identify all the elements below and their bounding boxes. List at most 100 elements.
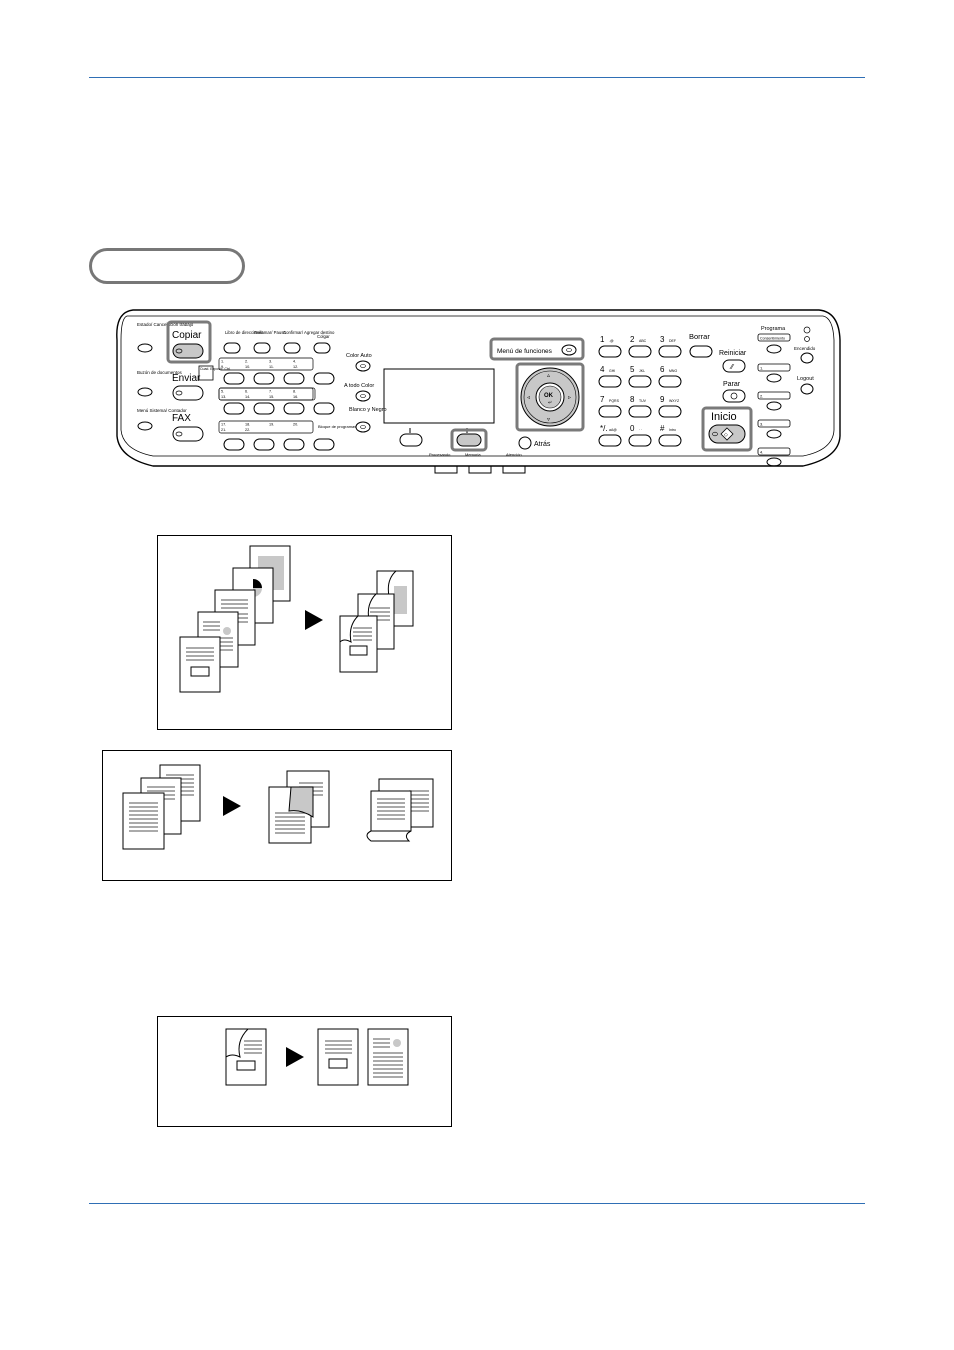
- power-button[interactable]: [800, 352, 814, 364]
- stop-button[interactable]: Parar: [722, 381, 746, 403]
- one-touch-label: 1.: [221, 360, 224, 364]
- document-box-button[interactable]: Buzón de documentos: [137, 370, 183, 397]
- one-touch-label: 8.: [293, 390, 296, 394]
- keypad-key[interactable]: [598, 375, 622, 388]
- one-touch-key[interactable]: [313, 372, 335, 385]
- logout-button[interactable]: Logout: [797, 376, 814, 395]
- keypad-key[interactable]: [598, 434, 622, 447]
- color-auto-button[interactable]: Color Auto: [346, 353, 372, 372]
- one-touch-label: 18.: [245, 423, 250, 427]
- keypad-letters: .@: [609, 339, 614, 343]
- right-select-key[interactable]: [456, 433, 482, 447]
- send-button[interactable]: Enviar: [172, 373, 204, 401]
- keypad-letters: MNO: [669, 369, 677, 373]
- svg-text:Inicio: Inicio: [711, 411, 737, 423]
- function-key[interactable]: [313, 342, 331, 354]
- one-touch-key[interactable]: [223, 438, 245, 451]
- copy-button[interactable]: Copiar: [172, 330, 204, 359]
- one-touch-key[interactable]: [283, 438, 305, 451]
- status-cancel-button[interactable]: Estado/ Cancelación trabajo: [137, 322, 194, 353]
- one-touch-label: 4.: [293, 360, 296, 364]
- keypad-digit: 4: [600, 365, 605, 374]
- keypad-letters: · ·: [639, 428, 642, 432]
- svg-text:Consentimiento: Consentimiento: [760, 337, 785, 341]
- program-button[interactable]: Programa Consentimiento: [757, 326, 791, 354]
- svg-text:Programa: Programa: [761, 326, 786, 332]
- clear-button[interactable]: Borrar: [689, 332, 710, 341]
- panel-outline: [116, 309, 841, 467]
- svg-text:Color Auto: Color Auto: [346, 353, 372, 359]
- keypad-key[interactable]: [658, 375, 682, 388]
- left-select-key[interactable]: [399, 433, 423, 447]
- full-color-button[interactable]: A todo Color: [344, 383, 374, 402]
- one-touch-label: 6.: [245, 390, 248, 394]
- svg-text:Reiniciar: Reiniciar: [719, 350, 747, 357]
- back-button[interactable]: Atrás: [518, 436, 551, 450]
- ok-key[interactable]: OK: [544, 393, 554, 399]
- svg-text:Borrar: Borrar: [689, 332, 710, 341]
- up-arrow-icon[interactable]: ▵: [547, 373, 550, 379]
- keypad-digit: 6: [660, 365, 665, 374]
- keypad-digit: #: [660, 424, 665, 433]
- reset-button[interactable]: Reiniciar ⁄⁄: [719, 350, 747, 373]
- keypad-digit: 1: [600, 335, 605, 344]
- one-touch-key[interactable]: [313, 402, 335, 415]
- keypad-key[interactable]: [658, 405, 682, 418]
- keypad-key[interactable]: [598, 405, 622, 418]
- black-white-button[interactable]: Blanco y Negro: [349, 407, 387, 433]
- processing-label: Procesando: [429, 452, 451, 457]
- one-touch-key[interactable]: [283, 372, 305, 385]
- keypad-key[interactable]: [628, 405, 652, 418]
- keypad-key[interactable]: [628, 345, 652, 358]
- one-touch-key[interactable]: [253, 372, 275, 385]
- start-button[interactable]: Inicio ◇: [708, 411, 746, 444]
- program-key-label: 2.: [760, 394, 763, 399]
- function-key[interactable]: [253, 342, 271, 354]
- one-touch-key[interactable]: [253, 402, 275, 415]
- program-key[interactable]: [766, 429, 782, 439]
- program-key[interactable]: [766, 401, 782, 411]
- keypad-key[interactable]: [628, 434, 652, 447]
- one-touch-keys[interactable]: 1.2.3.4.9.10.11.12.5.6.7.8.13.14.15.16.1…: [218, 342, 335, 451]
- one-touch-key[interactable]: [223, 372, 245, 385]
- keypad-letters: DEF: [669, 339, 676, 343]
- program-block-label: Bloque de programas: [318, 424, 356, 429]
- one-touch-label: 22.: [245, 428, 250, 432]
- keypad-key[interactable]: [658, 345, 682, 358]
- one-touch-key[interactable]: [223, 402, 245, 415]
- program-key[interactable]: [766, 457, 782, 467]
- left-arrow-icon[interactable]: ◃: [527, 395, 530, 401]
- keypad-digit: 2: [630, 335, 635, 344]
- function-key[interactable]: [223, 342, 241, 354]
- keypad-digit: 7: [600, 395, 605, 404]
- function-menu-button[interactable]: Menú de funciones: [497, 344, 577, 356]
- keypad-key[interactable]: [658, 434, 682, 447]
- cursor-keys[interactable]: OK ↵ ▵ ▿ ◃ ▹: [520, 367, 580, 427]
- one-touch-key[interactable]: [283, 402, 305, 415]
- clear-key[interactable]: [689, 345, 713, 358]
- one-touch-label: 16.: [293, 395, 298, 399]
- svg-text:Copiar: Copiar: [172, 330, 202, 341]
- program-keys[interactable]: 1.2.3.4.: [757, 363, 791, 467]
- svg-text:Menú Sistema/ Contador: Menú Sistema/ Contador: [137, 408, 187, 413]
- keypad-key[interactable]: [598, 345, 622, 358]
- display-screen: [383, 368, 495, 424]
- function-key[interactable]: [283, 342, 301, 354]
- svg-text:Blanco y Negro: Blanco y Negro: [349, 407, 387, 413]
- fax-button[interactable]: FAX: [172, 413, 204, 442]
- one-touch-label: 21.: [221, 428, 226, 432]
- one-touch-key[interactable]: [253, 438, 275, 451]
- svg-text:↵: ↵: [548, 400, 552, 406]
- one-touch-label: 13.: [221, 395, 226, 399]
- down-arrow-icon[interactable]: ▿: [547, 417, 550, 423]
- svg-text:FAX: FAX: [172, 413, 191, 424]
- copy-button-highlight: [166, 320, 212, 364]
- keypad-digit: 0: [630, 424, 635, 433]
- collate-diagram: [157, 535, 452, 730]
- one-touch-key[interactable]: [313, 438, 335, 451]
- system-menu-button[interactable]: Menú Sistema/ Contador: [137, 408, 187, 431]
- program-key[interactable]: [766, 373, 782, 383]
- right-arrow-icon[interactable]: ▹: [568, 395, 571, 401]
- keypad-key[interactable]: [628, 375, 652, 388]
